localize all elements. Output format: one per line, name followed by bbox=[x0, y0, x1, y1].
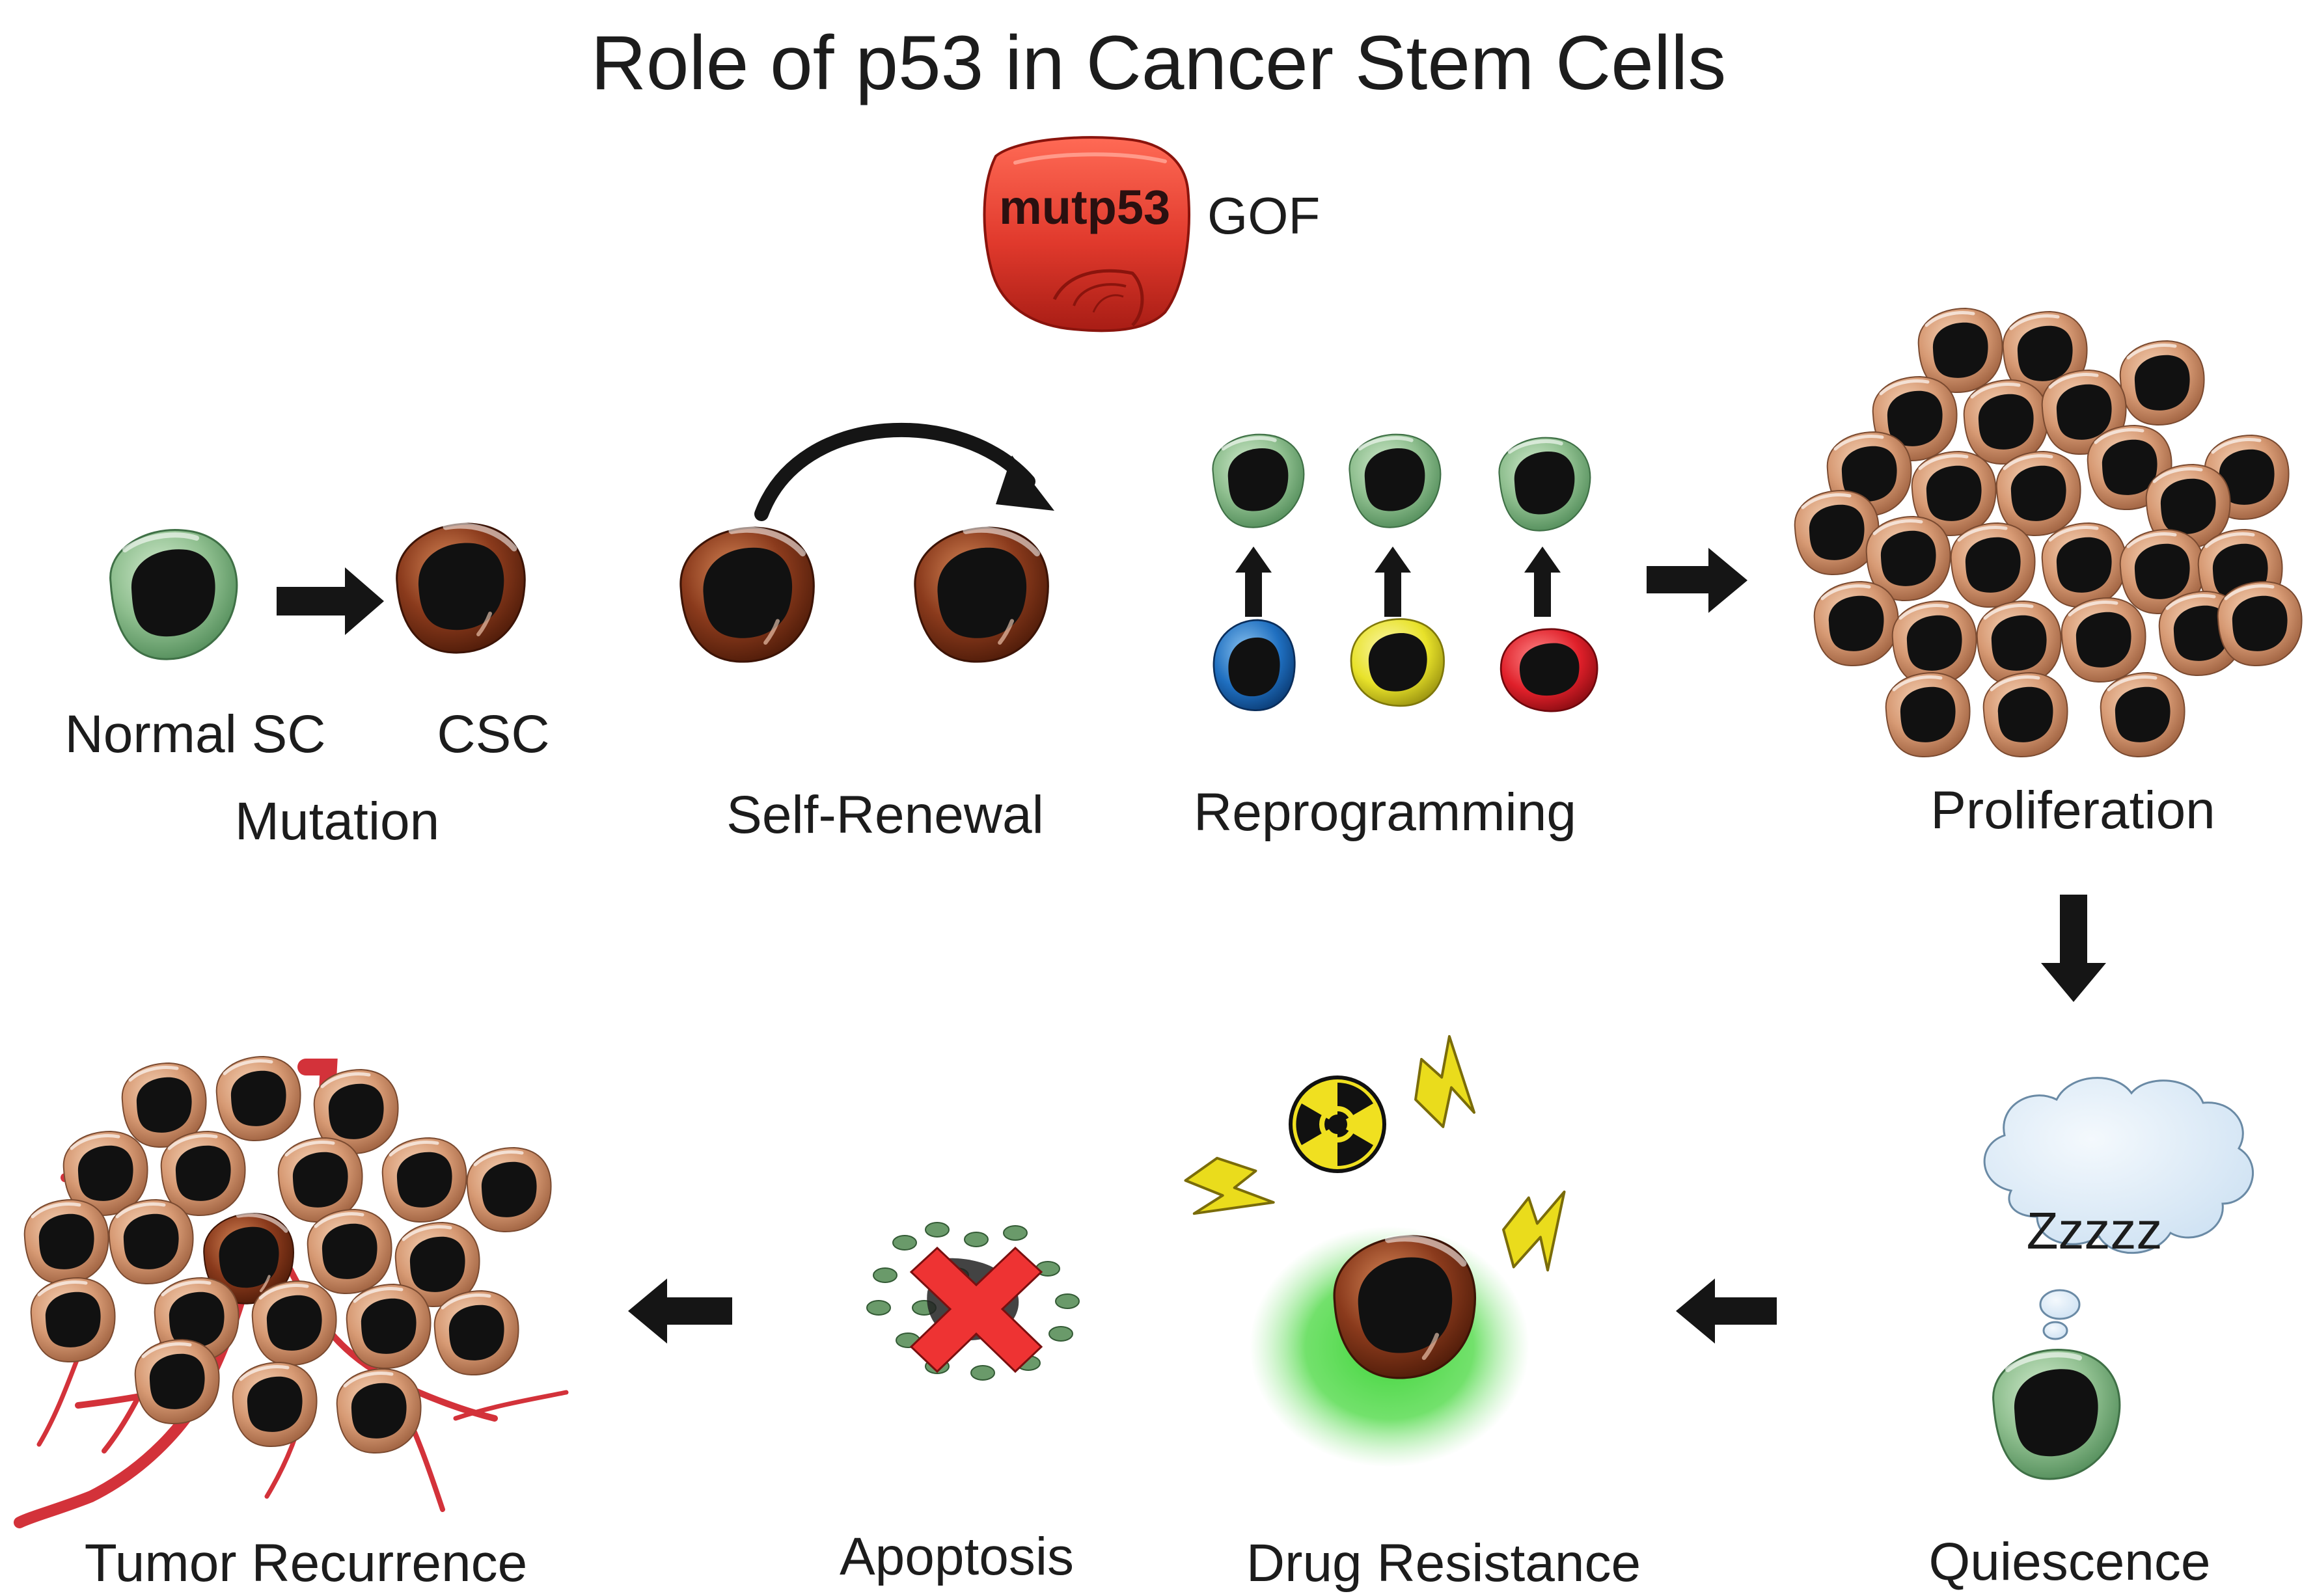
normal-stem-cell-icon bbox=[111, 530, 237, 660]
normal-cell-top-3-icon bbox=[1499, 438, 1590, 531]
radiation-symbol-icon bbox=[1289, 1075, 1386, 1173]
csc-label: CSC bbox=[437, 705, 550, 764]
diagram-title: Role of p53 in Cancer Stem Cells bbox=[590, 20, 1727, 106]
proliferation-label: Proliferation bbox=[1930, 781, 2215, 840]
up-arrow-icon bbox=[1235, 547, 1561, 617]
curved-arrow-icon bbox=[754, 422, 1054, 521]
gof-label: GOF bbox=[1207, 187, 1321, 245]
csc-parent-cell-icon bbox=[681, 528, 814, 662]
cancer-stem-cell-icon bbox=[397, 524, 525, 653]
arrow-icon bbox=[277, 567, 384, 635]
lightning-bolt-icon bbox=[1485, 1178, 1597, 1287]
drug-resistance-label: Drug Resistance bbox=[1246, 1534, 1641, 1593]
normal-cell-top-2-icon bbox=[1349, 435, 1440, 528]
cell-death-x-icon bbox=[909, 1246, 1043, 1373]
yellow-cell-icon bbox=[1350, 618, 1445, 707]
lightning-bolt-icon bbox=[1171, 1139, 1284, 1249]
arrow-icon bbox=[1647, 548, 1747, 613]
reprogramming-label: Reprogramming bbox=[1194, 783, 1576, 842]
normal-sc-label: Normal SC bbox=[64, 705, 326, 764]
blue-cell-icon bbox=[1212, 619, 1296, 711]
red-cell-icon bbox=[1500, 628, 1598, 712]
quiescence-label: Quiescence bbox=[1928, 1532, 2211, 1591]
normal-cell-top-1-icon bbox=[1212, 435, 1304, 528]
csc-daughter-cell-icon bbox=[915, 528, 1048, 662]
mutp53-label: mutp53 bbox=[999, 180, 1171, 234]
sleep-text: Zzzzz bbox=[2026, 1202, 2163, 1260]
recurrent-tumor-mass-icon bbox=[25, 1057, 551, 1453]
thought-bubble-icon bbox=[1983, 1077, 2254, 1340]
tumor-recurrence-label: Tumor Recurrence bbox=[84, 1534, 528, 1593]
down-arrow-icon bbox=[2041, 895, 2106, 1002]
drug-resistant-csc-icon bbox=[1334, 1236, 1475, 1378]
mutation-label: Mutation bbox=[234, 792, 440, 851]
mutp53-protein-icon bbox=[983, 136, 1190, 332]
arrow-icon bbox=[628, 1278, 732, 1344]
quiescent-cell-icon bbox=[1993, 1350, 2120, 1480]
proliferating-tumor-mass-icon bbox=[1795, 308, 2302, 757]
self-renewal-label: Self-Renewal bbox=[726, 785, 1044, 845]
arrow-icon bbox=[1676, 1278, 1777, 1344]
lightning-bolt-icon bbox=[1398, 1028, 1501, 1138]
apoptosis-label: Apoptosis bbox=[839, 1527, 1075, 1586]
